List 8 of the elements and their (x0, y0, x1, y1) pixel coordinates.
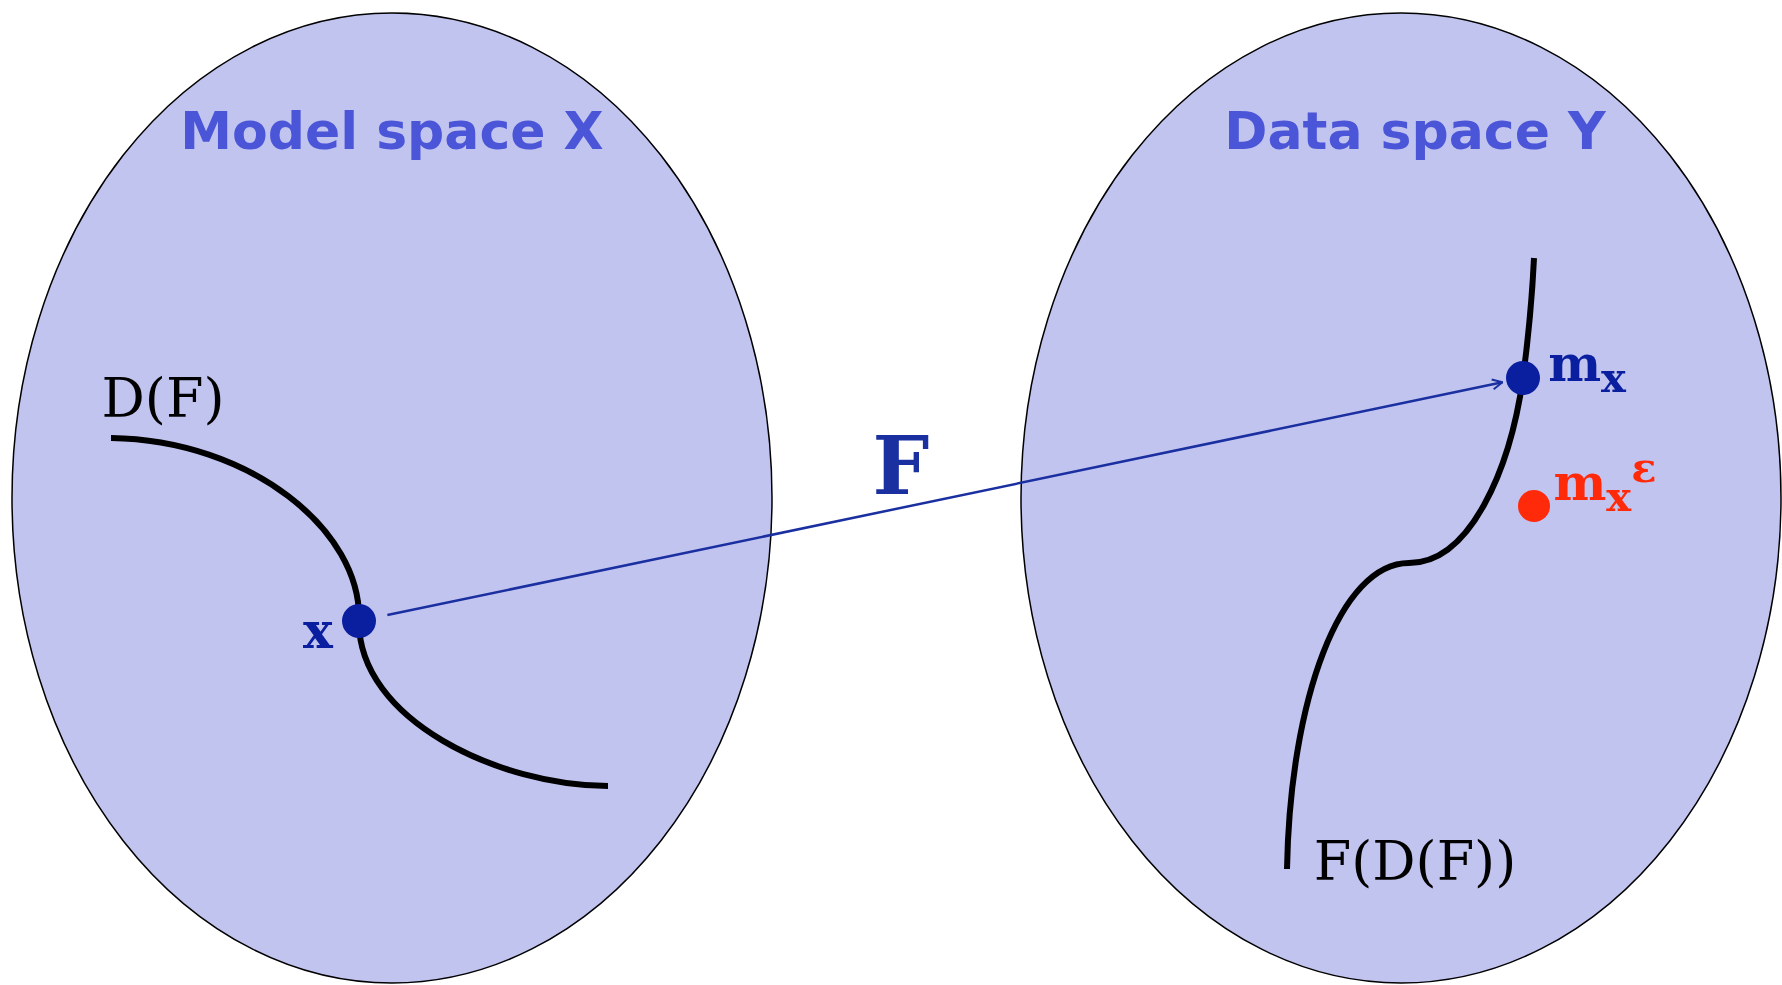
curve-label: F(D(F)) (1313, 829, 1517, 893)
point-label: x (303, 600, 333, 660)
curve-label: D(F) (101, 366, 225, 430)
arrow (387, 378, 1504, 617)
point-label: m$_{x}$ (1548, 334, 1626, 402)
edge-label: F (872, 419, 930, 513)
space-title: Data space Y (1224, 101, 1606, 161)
space-title: Model space X (180, 101, 604, 161)
